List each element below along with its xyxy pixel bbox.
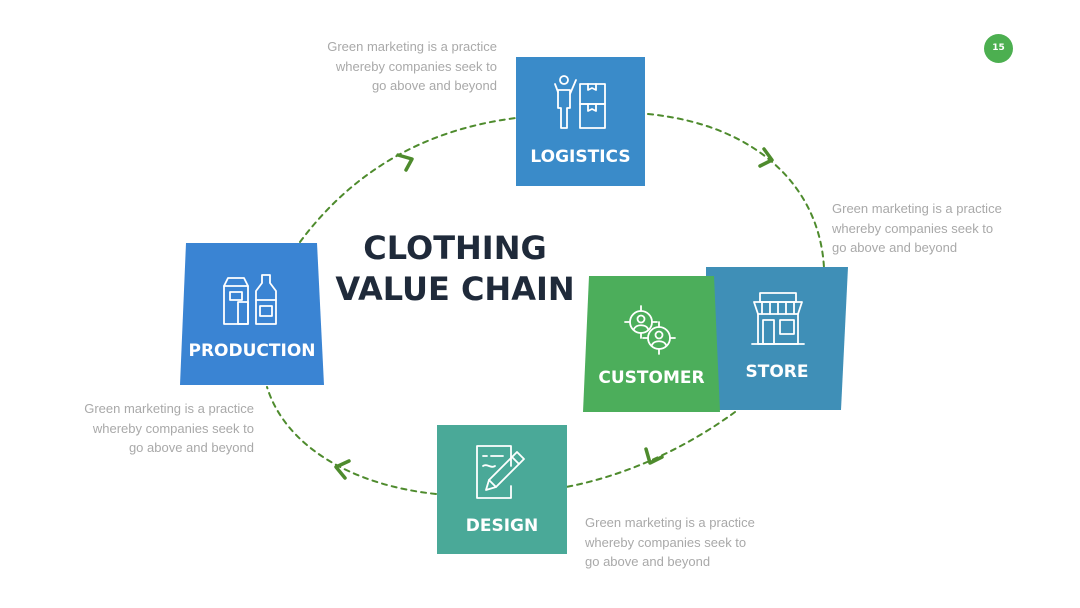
production-box [180, 243, 324, 385]
store-box [706, 267, 848, 410]
description-line: whereby companies seek to [585, 534, 747, 550]
description-line: Green marketing is a practice [84, 401, 254, 416]
arc-design-production [266, 386, 437, 495]
worker-with-boxes-icon [554, 75, 606, 129]
pencil-paper-icon [476, 445, 525, 499]
store-label: STORE [746, 362, 809, 382]
description-line: whereby companies seek to [832, 220, 994, 236]
title-line-2: VALUE CHAIN [335, 270, 575, 308]
design-label: DESIGN [466, 516, 538, 536]
description-line: go above and beyond [128, 440, 254, 455]
description-bottom-right: Green marketing is a practice whereby co… [585, 513, 765, 572]
description-line: whereby companies seek to [92, 420, 254, 436]
arrow-to-logistics [396, 153, 414, 172]
production-label: PRODUCTION [189, 341, 316, 361]
customer-label: CUSTOMER [598, 368, 704, 388]
arrow-to-production [334, 459, 351, 480]
cycle-arrows [334, 147, 774, 480]
description-line: go above and beyond [585, 554, 711, 569]
description-line: go above and beyond [371, 78, 497, 93]
bottles-products-icon [223, 274, 277, 325]
node-design: DESIGN [437, 425, 567, 554]
arc-production-logistics [299, 117, 517, 243]
diagram-title: CLOTHING VALUE CHAIN [300, 228, 610, 310]
target-users-icon [624, 305, 676, 355]
arc-store-design [565, 411, 736, 488]
description-top-left: Green marketing is a practice whereby co… [317, 37, 497, 96]
arrow-to-design [644, 447, 664, 465]
node-customer: CUSTOMER [583, 276, 720, 412]
arc-logistics-store [647, 113, 825, 269]
arrow-to-store [758, 147, 774, 168]
description-line: go above and beyond [832, 240, 958, 255]
description-right: Green marketing is a practice whereby co… [832, 199, 1012, 258]
description-bottom-left: Green marketing is a practice whereby co… [74, 399, 254, 458]
title-line-1: CLOTHING [363, 229, 547, 267]
description-line: whereby companies seek to [335, 58, 497, 74]
storefront-icon [751, 292, 805, 345]
node-logistics: LOGISTICS [516, 57, 645, 186]
node-production: PRODUCTION [180, 243, 324, 385]
description-line: Green marketing is a practice [585, 515, 755, 530]
description-line: Green marketing is a practice [327, 39, 497, 54]
logistics-label: LOGISTICS [530, 147, 630, 167]
node-store: STORE [706, 267, 848, 410]
page-number-badge: 15 [984, 34, 1013, 63]
description-line: Green marketing is a practice [832, 201, 1002, 216]
